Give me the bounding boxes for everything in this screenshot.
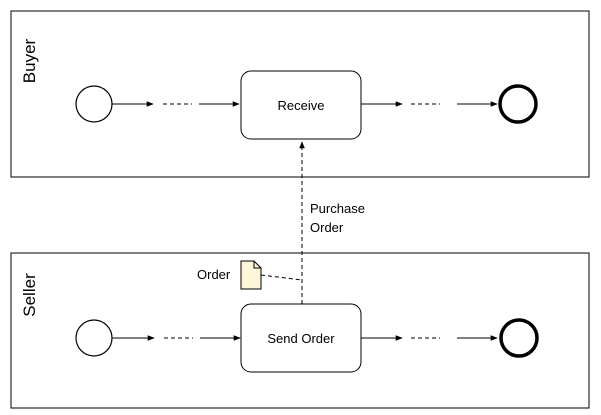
- buyer-pool-border: [10, 10, 590, 178]
- seller-pool-label: Seller: [20, 273, 39, 317]
- message-flow-label-line1: Purchase: [310, 201, 365, 216]
- seller-pool-border: [10, 252, 590, 409]
- order-data-object-icon[interactable]: [240, 260, 262, 290]
- message-flow-label-line2: Order: [310, 220, 344, 235]
- receive-task[interactable]: [240, 70, 362, 140]
- receive-task-label: Receive: [278, 98, 325, 113]
- buyer-pool: Buyer Receive: [10, 10, 590, 178]
- data-object-fold: [253, 261, 261, 269]
- seller-start-event[interactable]: [75, 319, 113, 357]
- seller-pool: Seller Send Order Order: [10, 252, 590, 409]
- buyer-end-event[interactable]: [498, 84, 538, 124]
- data-association: [260, 274, 303, 281]
- order-data-object-label: Order: [197, 267, 231, 282]
- seller-end-event[interactable]: [499, 318, 539, 358]
- buyer-start-event[interactable]: [75, 85, 113, 123]
- message-flow: Purchase Order: [299, 141, 365, 304]
- buyer-pool-label: Buyer: [20, 38, 39, 83]
- send-order-task-label: Send Order: [267, 331, 335, 346]
